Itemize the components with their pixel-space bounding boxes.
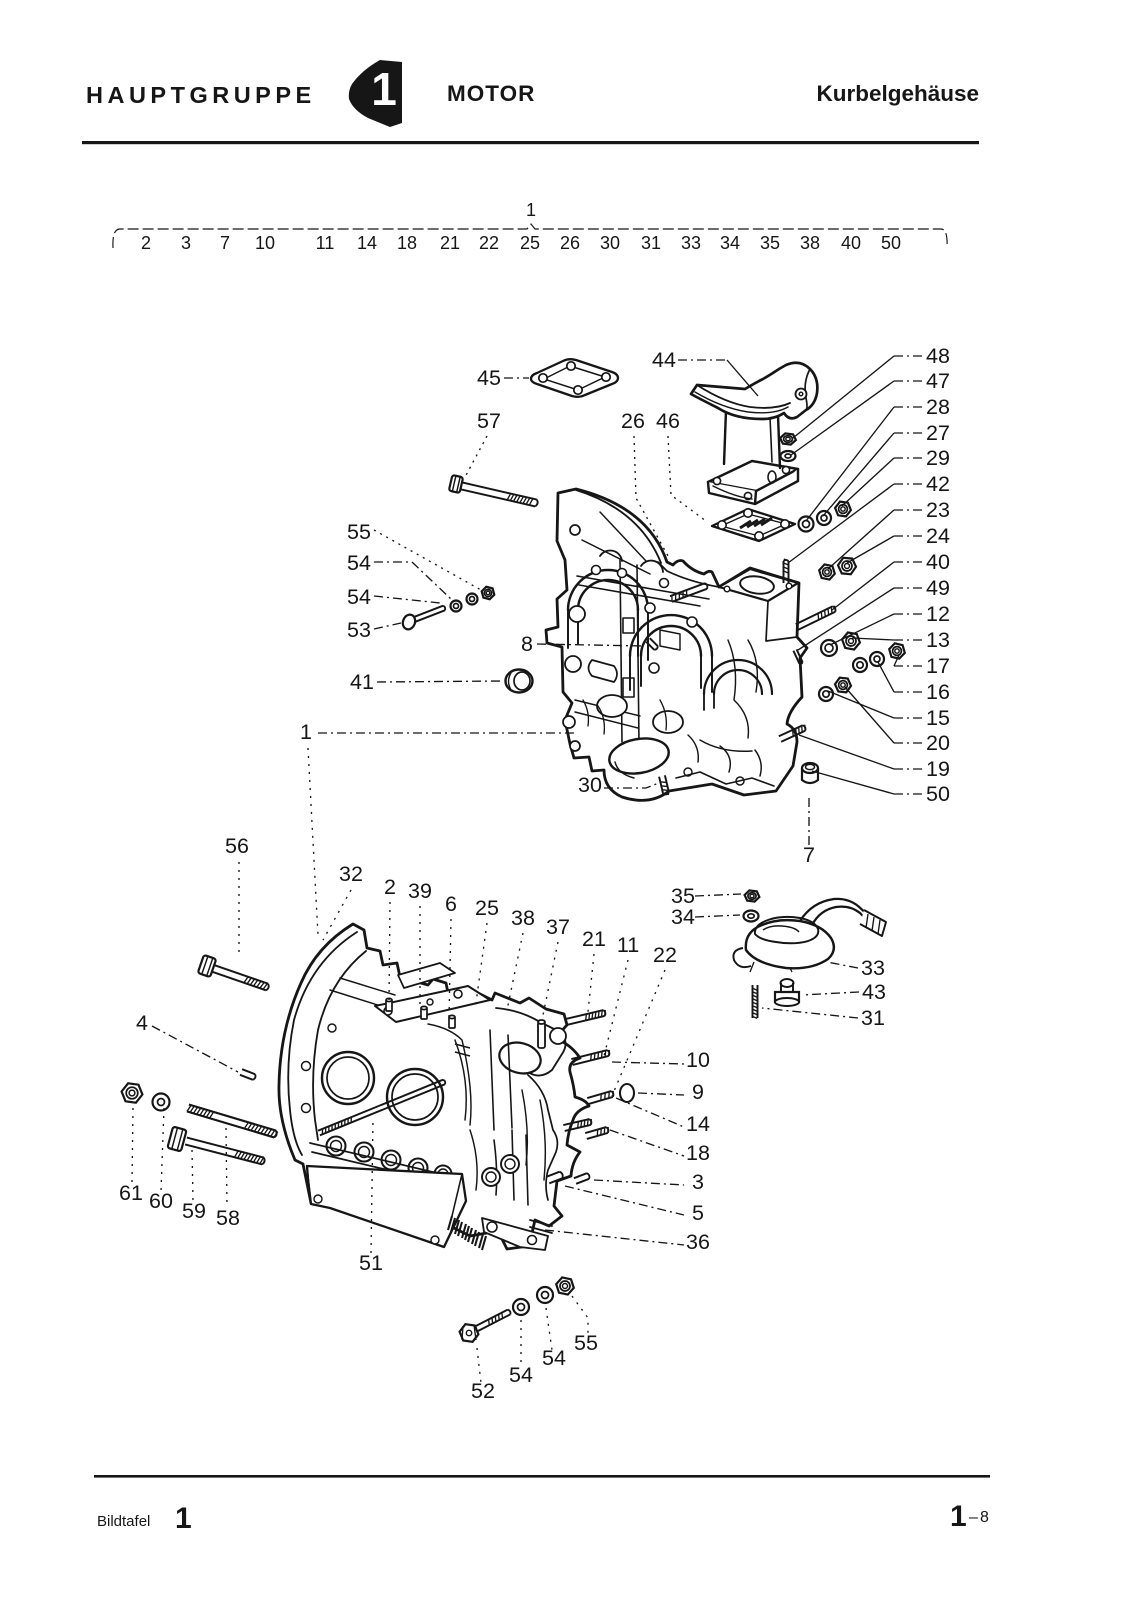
svg-text:18: 18 (686, 1141, 710, 1165)
svg-text:22: 22 (479, 233, 499, 253)
svg-text:32: 32 (339, 862, 363, 886)
svg-text:16: 16 (926, 680, 950, 704)
svg-text:38: 38 (800, 233, 820, 253)
svg-text:–: – (969, 1509, 978, 1526)
svg-text:9: 9 (692, 1080, 704, 1104)
svg-text:25: 25 (520, 233, 540, 253)
svg-text:56: 56 (225, 834, 249, 858)
svg-text:20: 20 (926, 731, 950, 755)
svg-text:33: 33 (681, 233, 701, 253)
svg-text:2: 2 (384, 875, 396, 899)
svg-text:1: 1 (300, 720, 312, 744)
svg-text:34: 34 (671, 905, 695, 929)
svg-text:14: 14 (686, 1112, 710, 1136)
svg-text:29: 29 (926, 446, 950, 470)
svg-text:1: 1 (526, 200, 536, 220)
svg-text:11: 11 (316, 233, 335, 253)
svg-text:21: 21 (440, 233, 460, 253)
svg-text:55: 55 (347, 520, 371, 544)
svg-text:10: 10 (255, 233, 275, 253)
svg-text:36: 36 (686, 1230, 710, 1254)
svg-text:3: 3 (692, 1170, 704, 1194)
svg-text:Kurbelgehäuse: Kurbelgehäuse (816, 81, 979, 106)
svg-text:58: 58 (216, 1206, 240, 1230)
svg-text:4: 4 (136, 1011, 148, 1035)
svg-text:Bildtafel: Bildtafel (97, 1513, 150, 1530)
svg-text:57: 57 (477, 409, 501, 433)
svg-text:37: 37 (546, 915, 570, 939)
svg-text:1: 1 (371, 63, 397, 115)
svg-text:11: 11 (617, 933, 639, 957)
svg-text:8: 8 (521, 632, 533, 656)
svg-text:41: 41 (350, 670, 374, 694)
svg-text:54: 54 (509, 1363, 533, 1387)
svg-text:46: 46 (656, 409, 680, 433)
svg-text:12: 12 (926, 602, 950, 626)
svg-text:HAUPTGRUPPE: HAUPTGRUPPE (86, 82, 316, 108)
svg-text:2: 2 (141, 233, 151, 253)
svg-text:28: 28 (926, 395, 950, 419)
svg-text:60: 60 (149, 1189, 173, 1213)
svg-text:30: 30 (600, 233, 620, 253)
svg-text:14: 14 (357, 233, 377, 253)
svg-text:33: 33 (861, 956, 885, 980)
svg-text:1: 1 (175, 1502, 192, 1535)
svg-text:23: 23 (926, 498, 950, 522)
svg-text:48: 48 (926, 344, 950, 368)
svg-text:26: 26 (621, 409, 645, 433)
svg-text:54: 54 (542, 1346, 566, 1370)
svg-text:22: 22 (653, 943, 677, 967)
svg-text:40: 40 (841, 233, 861, 253)
svg-text:31: 31 (861, 1006, 885, 1030)
svg-text:40: 40 (926, 550, 950, 574)
svg-text:6: 6 (445, 892, 457, 916)
svg-text:7: 7 (220, 233, 230, 253)
svg-text:49: 49 (926, 576, 950, 600)
svg-text:15: 15 (926, 706, 950, 730)
svg-text:30: 30 (578, 773, 602, 797)
svg-text:44: 44 (652, 348, 676, 372)
svg-text:21: 21 (582, 927, 606, 951)
svg-text:24: 24 (926, 524, 950, 548)
svg-text:8: 8 (980, 1509, 989, 1526)
svg-text:27: 27 (926, 421, 950, 445)
svg-text:25: 25 (475, 896, 499, 920)
svg-text:45: 45 (477, 366, 501, 390)
svg-text:61: 61 (119, 1181, 143, 1205)
svg-text:39: 39 (408, 879, 432, 903)
svg-text:MOTOR: MOTOR (447, 81, 535, 106)
svg-text:50: 50 (881, 233, 901, 253)
svg-text:3: 3 (181, 233, 191, 253)
svg-text:34: 34 (720, 233, 740, 253)
svg-text:53: 53 (347, 618, 371, 642)
svg-text:59: 59 (182, 1199, 206, 1223)
svg-text:19: 19 (926, 757, 950, 781)
svg-text:13: 13 (926, 628, 950, 652)
svg-text:54: 54 (347, 585, 371, 609)
svg-text:43: 43 (862, 980, 886, 1004)
svg-text:47: 47 (926, 369, 950, 393)
svg-text:10: 10 (686, 1048, 710, 1072)
svg-text:52: 52 (471, 1379, 495, 1403)
svg-text:1: 1 (950, 1500, 967, 1533)
svg-text:17: 17 (926, 654, 950, 678)
svg-text:35: 35 (760, 233, 780, 253)
svg-text:55: 55 (574, 1331, 598, 1355)
svg-text:26: 26 (560, 233, 580, 253)
svg-text:54: 54 (347, 551, 371, 575)
svg-text:42: 42 (926, 472, 950, 496)
svg-text:31: 31 (641, 233, 661, 253)
svg-text:51: 51 (359, 1251, 383, 1275)
svg-text:38: 38 (511, 906, 535, 930)
svg-text:18: 18 (397, 233, 417, 253)
svg-text:35: 35 (671, 884, 695, 908)
svg-text:50: 50 (926, 782, 950, 806)
svg-text:7: 7 (803, 843, 815, 867)
svg-text:5: 5 (692, 1201, 704, 1225)
